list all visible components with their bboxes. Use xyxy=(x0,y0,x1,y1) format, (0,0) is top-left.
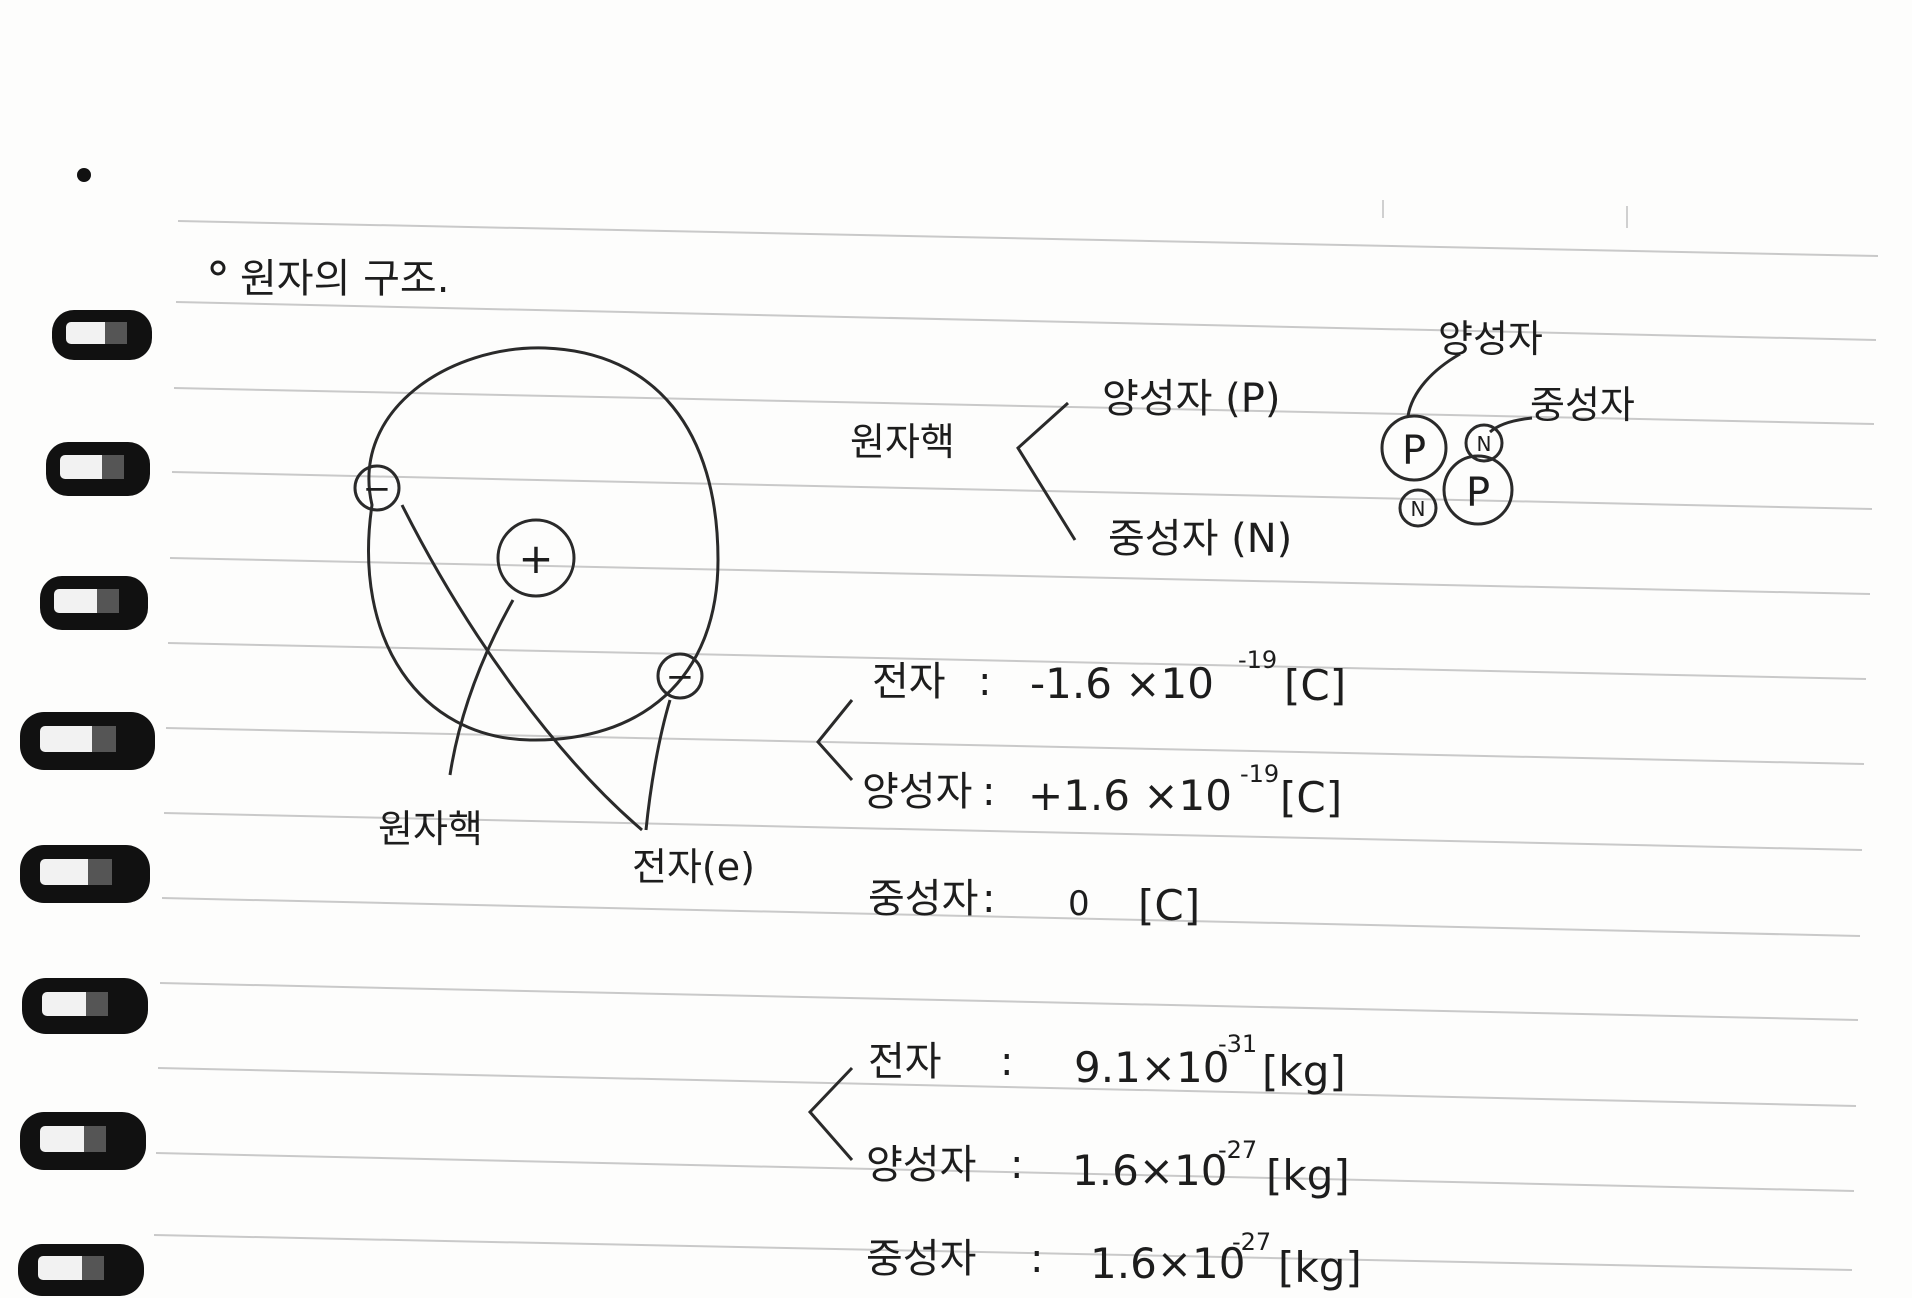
charge-brace xyxy=(816,699,854,782)
electron-circle-2 xyxy=(656,652,704,700)
charge-row: 중성자 : 0 [C] xyxy=(868,876,1200,930)
sketch-proton-label: 양성자 xyxy=(1438,317,1543,361)
mass-brace xyxy=(807,1066,854,1161)
neutron-symbol-2: N xyxy=(1411,497,1426,521)
charge-particle: 중성자 xyxy=(868,876,978,922)
mass-value: 1.6×10 xyxy=(1072,1146,1227,1195)
charge-particle: 전자 xyxy=(872,659,946,705)
mass-row: 중성자 : 1.6×10 -27 [kg] xyxy=(866,1228,1362,1292)
mass-colon: : xyxy=(1030,1236,1043,1282)
mass-row: 전자 : 9.1×10 -31 [kg] xyxy=(868,1030,1346,1096)
mass-exponent: -31 xyxy=(1218,1030,1257,1058)
charge-colon: : xyxy=(982,769,995,815)
neutron-ball-1 xyxy=(1464,423,1504,463)
mass-exponent: -27 xyxy=(1232,1228,1271,1256)
nucleus-pointer-line xyxy=(448,599,515,776)
binding-ring xyxy=(46,442,150,496)
charge-exponent: -19 xyxy=(1240,760,1279,788)
mass-unit: [kg] xyxy=(1262,1047,1346,1096)
spiral-binding xyxy=(18,310,155,1296)
mass-value: 1.6×10 xyxy=(1090,1239,1245,1288)
composition-item-neutron: 중성자 (N) xyxy=(1108,516,1292,562)
nucleus-label: 원자핵 xyxy=(378,807,483,851)
neutron-pointer-line xyxy=(1489,416,1533,434)
binding-ring xyxy=(20,845,150,903)
charge-value: +1.6 ×10 xyxy=(1028,771,1232,820)
charge-row: 양성자 : +1.6 ×10 -19 [C] xyxy=(862,760,1342,822)
electron-label: 전자(e) xyxy=(632,845,755,889)
proton-ball-1 xyxy=(1380,414,1448,482)
charge-row: 전자 : -1.6 ×10 -19 [C] xyxy=(872,646,1346,710)
charge-colon: : xyxy=(978,659,991,705)
mass-particle: 중성자 xyxy=(866,1236,976,1282)
charge-unit: [C] xyxy=(1280,773,1342,822)
nucleus-sketch xyxy=(1380,352,1533,528)
neutron-symbol-1: N xyxy=(1477,432,1492,456)
proton-symbol-1: P xyxy=(1402,428,1426,474)
binding-ring xyxy=(18,1244,144,1296)
sketch-neutron-label: 중성자 xyxy=(1530,383,1635,427)
charge-value: 0 xyxy=(1068,884,1090,924)
charge-particle: 양성자 xyxy=(862,769,972,815)
composition-brace xyxy=(1016,401,1077,541)
electron-symbol-2: − xyxy=(666,657,695,697)
mass-particle: 전자 xyxy=(868,1039,942,1085)
binding-ring xyxy=(20,712,155,770)
mass-row: 양성자 : 1.6×10 -27 [kg] xyxy=(866,1136,1350,1200)
composition-heading: 원자핵 xyxy=(850,420,955,464)
binding-ring xyxy=(40,576,148,630)
nucleus-symbol: + xyxy=(518,534,553,583)
mass-colon: : xyxy=(1010,1142,1023,1188)
mass-colon: : xyxy=(1000,1039,1013,1085)
atom-diagram xyxy=(353,346,720,832)
charge-colon: : xyxy=(982,876,995,922)
charge-unit: [C] xyxy=(1284,661,1346,710)
binding-ring xyxy=(52,310,152,360)
electron-pointer-line-2 xyxy=(644,699,672,831)
bullet-icon xyxy=(210,260,226,276)
electron-symbol-1: − xyxy=(363,469,392,509)
electron-circle-1 xyxy=(353,464,401,512)
mass-unit: [kg] xyxy=(1278,1243,1362,1292)
charge-unit: [C] xyxy=(1138,881,1200,930)
ruled-lines xyxy=(153,220,1879,1271)
page-title: 원자의 구조. xyxy=(240,256,449,302)
proton-pointer-line xyxy=(1406,352,1461,417)
binding-ring xyxy=(20,1112,146,1170)
composition-item-proton: 양성자 (P) xyxy=(1102,376,1280,422)
binding-ring xyxy=(22,978,148,1034)
electron-pointer-line-1 xyxy=(400,504,643,832)
mass-particle: 양성자 xyxy=(866,1142,976,1188)
proton-symbol-2: P xyxy=(1466,470,1490,516)
charge-exponent: -19 xyxy=(1238,646,1277,674)
mass-unit: [kg] xyxy=(1266,1151,1350,1200)
mass-value: 9.1×10 xyxy=(1074,1043,1229,1092)
proton-ball-2 xyxy=(1442,454,1514,526)
electron-orbit xyxy=(367,346,720,742)
neutron-ball-2 xyxy=(1398,488,1438,528)
charge-value: -1.6 ×10 xyxy=(1030,659,1214,708)
mass-exponent: -27 xyxy=(1218,1136,1257,1164)
nucleus-circle xyxy=(496,518,576,598)
header-ticks xyxy=(1382,200,1628,228)
page-dot xyxy=(77,168,91,182)
